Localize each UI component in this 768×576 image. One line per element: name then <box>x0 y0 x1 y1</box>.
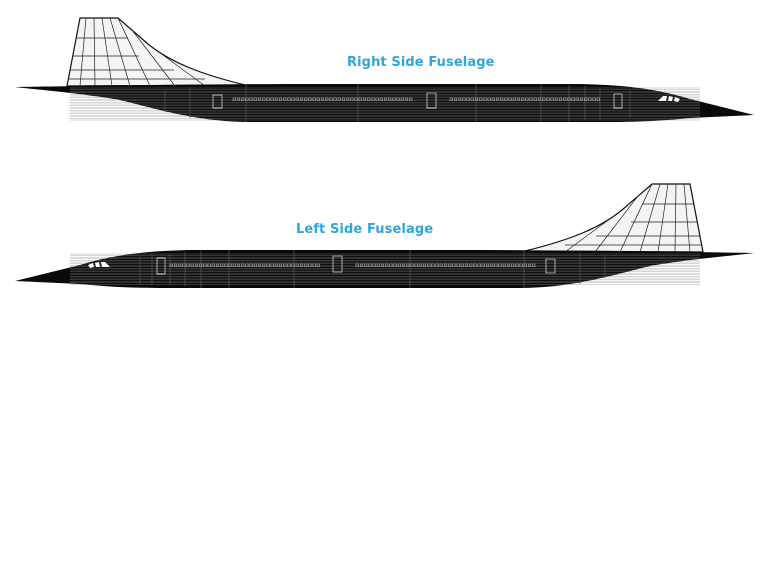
right-view-tail-fin <box>66 17 246 87</box>
left-view-tail-fin <box>524 183 704 253</box>
left-view-fin-panel-lines <box>564 183 702 253</box>
right-view-hull-hatching <box>70 87 700 121</box>
left-side-fuselage-caption: Left Side Fuselage <box>296 222 434 237</box>
right-side-fuselage-caption: Right Side Fuselage <box>347 55 495 70</box>
left-view-frame-lines <box>139 250 606 288</box>
right-view-fin-panel-lines <box>68 17 206 87</box>
left-side-fuselage-view <box>15 183 754 288</box>
left-view-fuselage-hull <box>15 250 754 288</box>
right-view-cockpit-windows <box>658 96 680 102</box>
right-view-window-row <box>232 97 600 101</box>
right-view-frame-lines <box>164 84 631 122</box>
right-view-doors <box>212 92 623 109</box>
left-view-hull-hatching <box>70 253 700 285</box>
left-view-doors <box>156 255 556 275</box>
left-view-cockpit-windows <box>88 262 110 268</box>
right-side-fuselage-view <box>15 17 754 122</box>
left-view-window-row <box>169 263 536 267</box>
